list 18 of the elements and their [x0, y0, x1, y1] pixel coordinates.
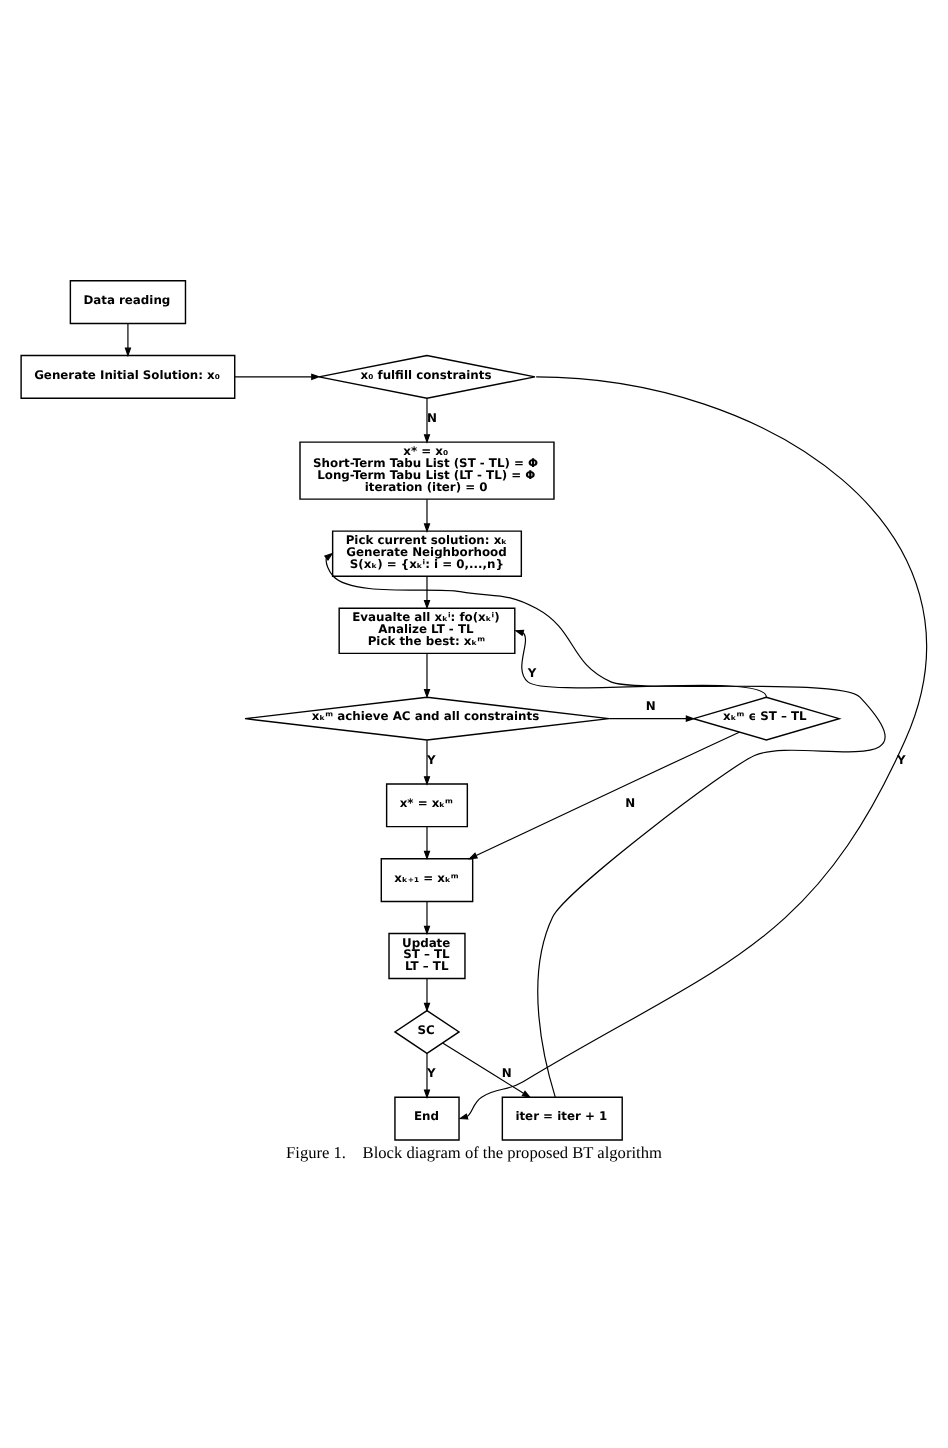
arrow — [423, 1052, 431, 1099]
arrow — [423, 826, 431, 861]
arrow — [458, 376, 928, 1120]
arrow — [323, 552, 886, 1098]
arrow — [423, 397, 431, 444]
arrow — [514, 629, 767, 698]
arrow — [423, 901, 431, 936]
arrow — [234, 373, 321, 381]
arrow — [124, 323, 132, 358]
arrow — [423, 653, 431, 699]
arrow — [423, 978, 431, 1013]
arrow — [423, 498, 431, 533]
arrow — [423, 739, 431, 786]
caption: Figure 1. Block diagram of the proposed BT algorithm — [286, 1144, 662, 1162]
arrow — [468, 731, 740, 860]
arrow — [608, 715, 696, 722]
arrow — [442, 1042, 532, 1099]
arrow — [423, 575, 431, 610]
